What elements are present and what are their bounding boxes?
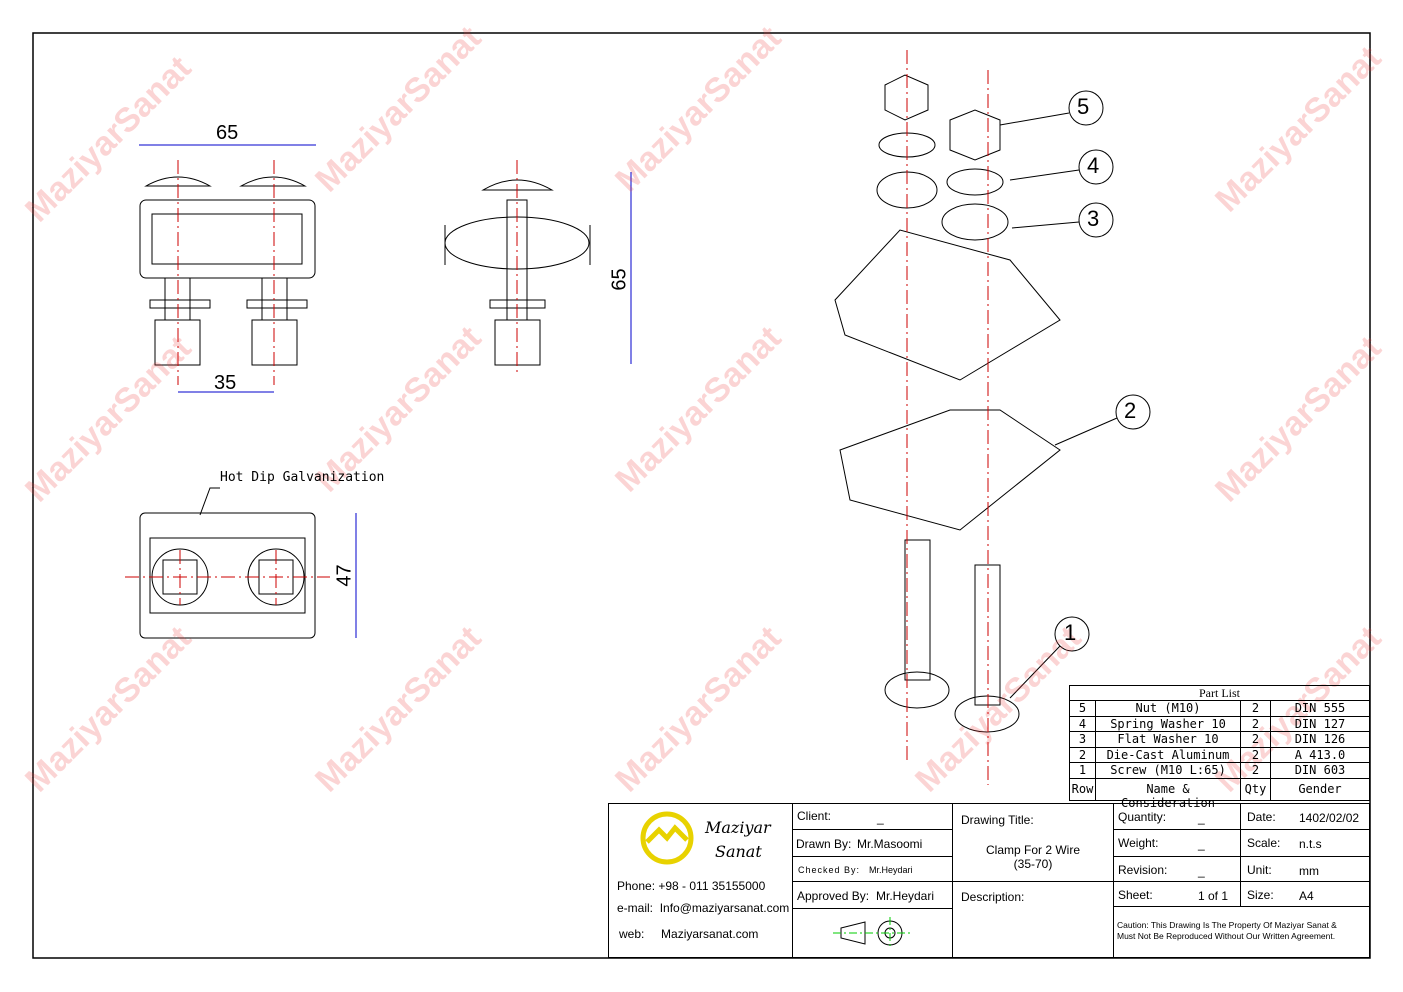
approved-by-label: Approved By: [797,889,870,903]
sheet-label: Sheet: [1118,888,1153,902]
revision-label: Revision: [1118,863,1168,877]
part-list-row-cell: 4 [1069,715,1096,733]
part-list-name-cell: Screw (M10 L:65) [1095,762,1241,779]
email: Info@maziyarsanat.com [659,901,790,915]
unit-label: Unit: [1247,863,1272,877]
part-list-title: Part List [1069,685,1370,701]
web-label: web: [619,927,645,941]
part-list-qty-cell: 2 [1240,700,1271,717]
date-value: 1402/02/02 [1299,811,1360,825]
part-list-header-name: Name & Consideration [1095,778,1241,810]
part-list-row-cell: 2 [1069,746,1096,764]
part-list-row-cell: 5 [1069,700,1096,717]
drawn-by-cell: Drawn By: Mr.Masoomi [792,829,953,857]
revision-value: _ [1198,864,1205,878]
checked-by-label: Checked By: [798,865,861,875]
part-list-qty-cell: 2 [1240,762,1271,779]
phone: Phone: +98 - 011 35155000 [617,879,766,893]
projection-symbol-cell [792,908,953,958]
exploded-view [834,74,1061,733]
approved-by-value: Mr.Heydari [876,889,935,903]
scale-label: Scale: [1247,836,1281,850]
part-list-name-cell: Nut (M10) [1095,700,1241,717]
balloon-2: 2 [1124,398,1137,423]
galvanization-note: Hot Dip Galvanization [220,470,385,485]
unit-value: mm [1299,864,1319,878]
client-value: _ [877,811,884,825]
part-list-row-cell: 1 [1069,762,1096,779]
email-row: e-mail: Info@maziyarsanat.com [617,901,789,915]
company-logo [640,811,694,865]
sheet-cell: Sheet: 1 of 1 [1113,881,1241,907]
quantity-value: _ [1198,811,1205,825]
quantity-label: Quantity: [1118,810,1167,824]
checked-by-cell: Checked By: Mr.Heydari [792,856,953,882]
third-angle-projection-icon [833,917,913,949]
drawing-subtitle: (35-70) [1013,857,1053,871]
drawing-title-cell: Drawing Title: Clamp For 2 Wire (35-70) [952,803,1114,882]
part-list-header-row: Row [1069,778,1096,801]
caution-line-2: Must Not Be Reproduced Without Our Writt… [1117,931,1336,941]
balloon-5: 5 [1077,94,1090,119]
description-label: Description: [961,890,1025,904]
part-list-gender-cell: A 413.0 [1270,746,1370,764]
part-list-gender-cell: DIN 555 [1270,700,1370,717]
part-list-qty-cell: 2 [1240,746,1271,764]
client-label: Client: [797,809,832,823]
approved-by-cell: Approved By: Mr.Heydari [792,881,953,909]
drawing-title: Clamp For 2 Wire [985,843,1080,857]
top-view [139,512,316,639]
caution-line-1: Caution: This Drawing Is The Property Of… [1117,920,1337,930]
scale-cell: Scale: n.t.s [1240,829,1370,857]
email-label: e-mail: [617,901,654,915]
part-list-name-cell: Flat Washer 10 [1095,731,1241,748]
drawing-border [32,32,1371,959]
date-cell: Date: 1402/02/02 [1240,803,1370,830]
size-label: Size: [1247,888,1274,902]
balloon-3: 3 [1087,206,1100,231]
part-list-qty-cell: 2 [1240,715,1271,733]
dimension-width: 65 [216,122,239,144]
weight-value: _ [1198,837,1205,851]
part-list-qty-cell: 2 [1240,731,1271,748]
part-list-header-gender: Gender [1270,778,1370,801]
description-cell: Description: [952,881,1114,958]
part-list-name-cell: Die-Cast Aluminum [1095,746,1241,764]
sheet-value: 1 of 1 [1198,889,1229,903]
size-cell: Size: A4 [1240,881,1370,907]
unit-cell: Unit: mm [1240,856,1370,882]
web-row: web: Maziyarsanat.com [619,927,758,941]
company-cell: Maziyar Sanat Phone: +98 - 011 35155000 … [608,803,793,958]
company-name-2: Sanat [715,842,762,861]
revision-cell: Revision: _ [1113,856,1241,882]
balloon-1: 1 [1064,620,1077,645]
part-list-row-cell: 3 [1069,731,1096,748]
scale-value: n.t.s [1299,837,1322,851]
front-view [139,176,316,366]
quantity-cell: Quantity: _ [1113,803,1241,830]
web: Maziyarsanat.com [661,927,759,941]
balloon-4: 4 [1087,153,1100,178]
caution-cell: Caution: This Drawing Is The Property Of… [1113,906,1370,958]
weight-cell: Weight: _ [1113,829,1241,857]
weight-label: Weight: [1118,836,1159,850]
part-list-gender-cell: DIN 603 [1270,762,1370,779]
dimension-spacing: 35 [214,372,237,394]
drawing-title-label: Drawing Title: [961,813,1034,827]
drawn-by-label: Drawn By: [796,837,852,851]
dimension-height: 65 [608,268,631,291]
part-list-name-cell: Spring Washer 10 [1095,715,1241,733]
client-cell: Client: _ [792,803,953,830]
dimension-depth: 47 [333,564,356,587]
company-name-1: Maziyar [705,818,771,837]
part-list-header-qty: Qty [1240,778,1271,801]
part-list-gender-cell: DIN 127 [1270,715,1370,733]
checked-by-value: Mr.Heydari [869,865,913,875]
size-value: A4 [1299,889,1314,903]
date-label: Date: [1247,810,1276,824]
part-list-gender-cell: DIN 126 [1270,731,1370,748]
drawn-by-value: Mr.Masoomi [857,837,923,851]
